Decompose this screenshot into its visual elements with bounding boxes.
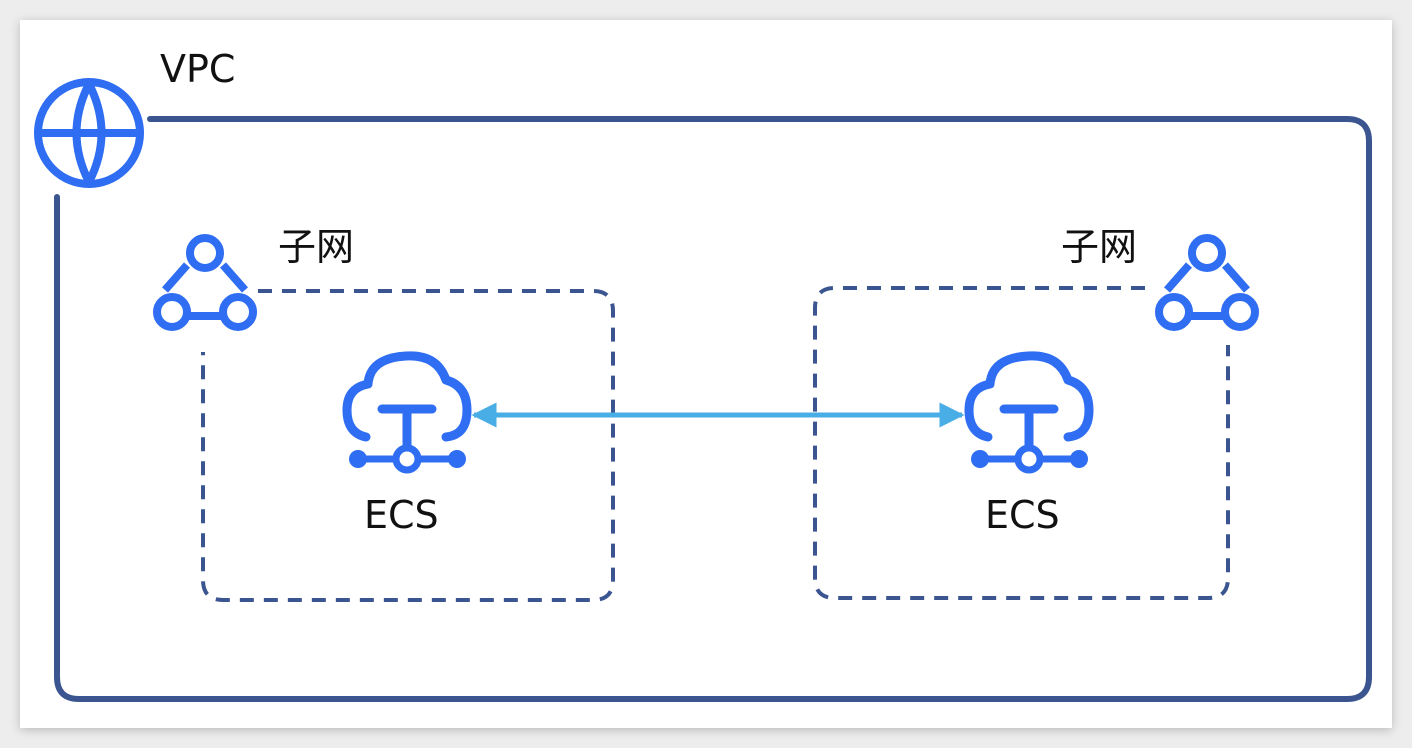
subnet-box-left <box>201 289 615 602</box>
ecs-label-left: ECS <box>364 493 439 537</box>
subnet-label-right: 子网 <box>1061 225 1138 269</box>
canvas-background <box>20 20 1392 728</box>
vpc-label: VPC <box>160 47 236 91</box>
vpc-container-border <box>54 116 1372 702</box>
ecs-label-right: ECS <box>985 493 1060 537</box>
ecs-cloud-icon <box>342 351 472 474</box>
subnet-icon <box>153 234 257 331</box>
subnet-label-left: 子网 <box>278 225 355 269</box>
subnet-box-right <box>813 286 1230 600</box>
ecs-cloud-icon <box>964 351 1094 474</box>
subnet-icon <box>1155 234 1259 331</box>
globe-icon <box>34 78 144 188</box>
